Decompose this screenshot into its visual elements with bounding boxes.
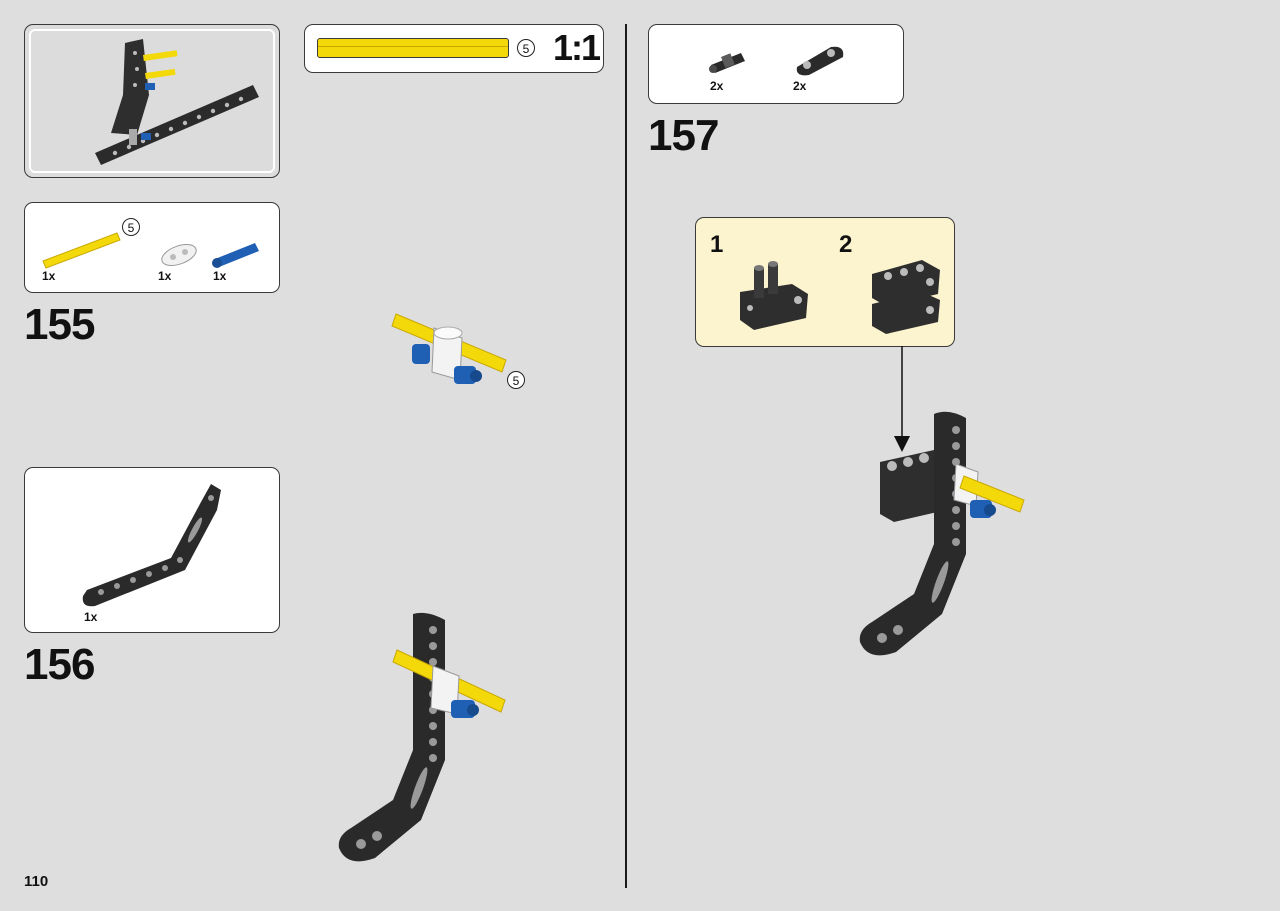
subassembly-callout-box: 1 2	[695, 217, 955, 347]
substep-2-image	[872, 260, 940, 334]
step-number-155: 155	[24, 300, 95, 349]
substep-number-1: 1	[710, 231, 724, 258]
part-qty-black-bent-beam: 1x	[84, 610, 98, 624]
substep-number-2: 2	[839, 231, 853, 258]
substep-1-image	[740, 261, 808, 330]
column-divider	[625, 24, 627, 888]
part-qty-blue-pin: 1x	[213, 269, 227, 283]
step-number-157: 157	[648, 111, 719, 160]
part-qty-yellow-axle: 1x	[42, 269, 56, 283]
step-number-156: 156	[24, 640, 95, 689]
axle-length-badge: 5	[122, 218, 140, 236]
page-number: 110	[24, 873, 49, 890]
black-pin-connector-icon	[709, 46, 844, 76]
context-thumbnail-box	[24, 24, 280, 178]
step-157-assembly-image	[859, 411, 1025, 656]
part-qty-black-beam-connector: 2x	[793, 79, 807, 93]
step-156-assembly-image	[338, 612, 506, 862]
yellow-axle-icon	[42, 232, 259, 269]
step-156-parts-list: 1x	[24, 467, 280, 633]
yellow-axle-scale-icon	[317, 38, 509, 58]
part-qty-white-connector: 1x	[158, 269, 172, 283]
previous-assembly-image	[95, 39, 259, 165]
part-qty-black-pin-connector: 2x	[710, 79, 724, 93]
step-155-assembly-image	[391, 313, 507, 384]
scale-axle-length-badge: 5	[517, 39, 535, 57]
black-bent-beam-icon	[82, 484, 221, 607]
placement-arrow-icon	[894, 346, 910, 452]
step-155-parts-list: 5 1x 1x 1x	[24, 202, 280, 293]
scale-reference-box: 5 1:1	[304, 24, 604, 73]
step-155-axle-callout: 5	[507, 371, 525, 389]
step-157-parts-list: 2x 2x	[648, 24, 904, 104]
scale-ratio-label: 1:1	[553, 27, 601, 68]
